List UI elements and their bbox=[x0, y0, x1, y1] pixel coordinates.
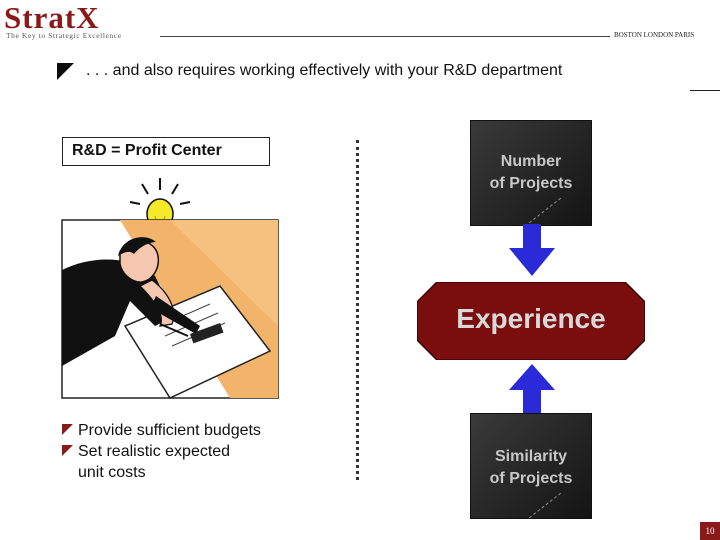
headline-rule bbox=[690, 90, 720, 91]
dotted-divider bbox=[356, 140, 359, 480]
logo-tagline: The Key to Strategic Excellence bbox=[6, 31, 122, 40]
box-label-line: of Projects bbox=[470, 468, 592, 490]
bullet-marker-icon bbox=[62, 445, 73, 456]
bullet-item: Provide sufficient budgets bbox=[78, 420, 261, 441]
number-of-projects-label: Number of Projects bbox=[470, 151, 592, 195]
page-number: 10 bbox=[700, 522, 720, 540]
logo-text: StratX bbox=[4, 2, 100, 34]
header-rule bbox=[160, 36, 610, 37]
researcher-illustration bbox=[60, 176, 280, 400]
experience-label: Experience bbox=[417, 303, 645, 335]
office-cities: BOSTON LONDON PARIS bbox=[614, 31, 694, 39]
bullet-item-continuation: unit costs bbox=[78, 462, 146, 483]
similarity-of-projects-label: Similarity of Projects bbox=[470, 446, 592, 490]
slide-headline: . . . and also requires working effectiv… bbox=[86, 62, 562, 80]
headline-marker-icon bbox=[57, 63, 74, 80]
bullet-item: Set realistic expected bbox=[78, 441, 230, 462]
box-label-line: Number bbox=[470, 151, 592, 173]
rd-label: R&D = Profit Center bbox=[72, 142, 222, 160]
bullet-marker-icon bbox=[62, 424, 73, 435]
arrow-up-icon bbox=[509, 364, 555, 414]
box-label-line: Similarity bbox=[470, 446, 592, 468]
arrow-down-icon bbox=[509, 224, 555, 276]
box-label-line: of Projects bbox=[470, 173, 592, 195]
